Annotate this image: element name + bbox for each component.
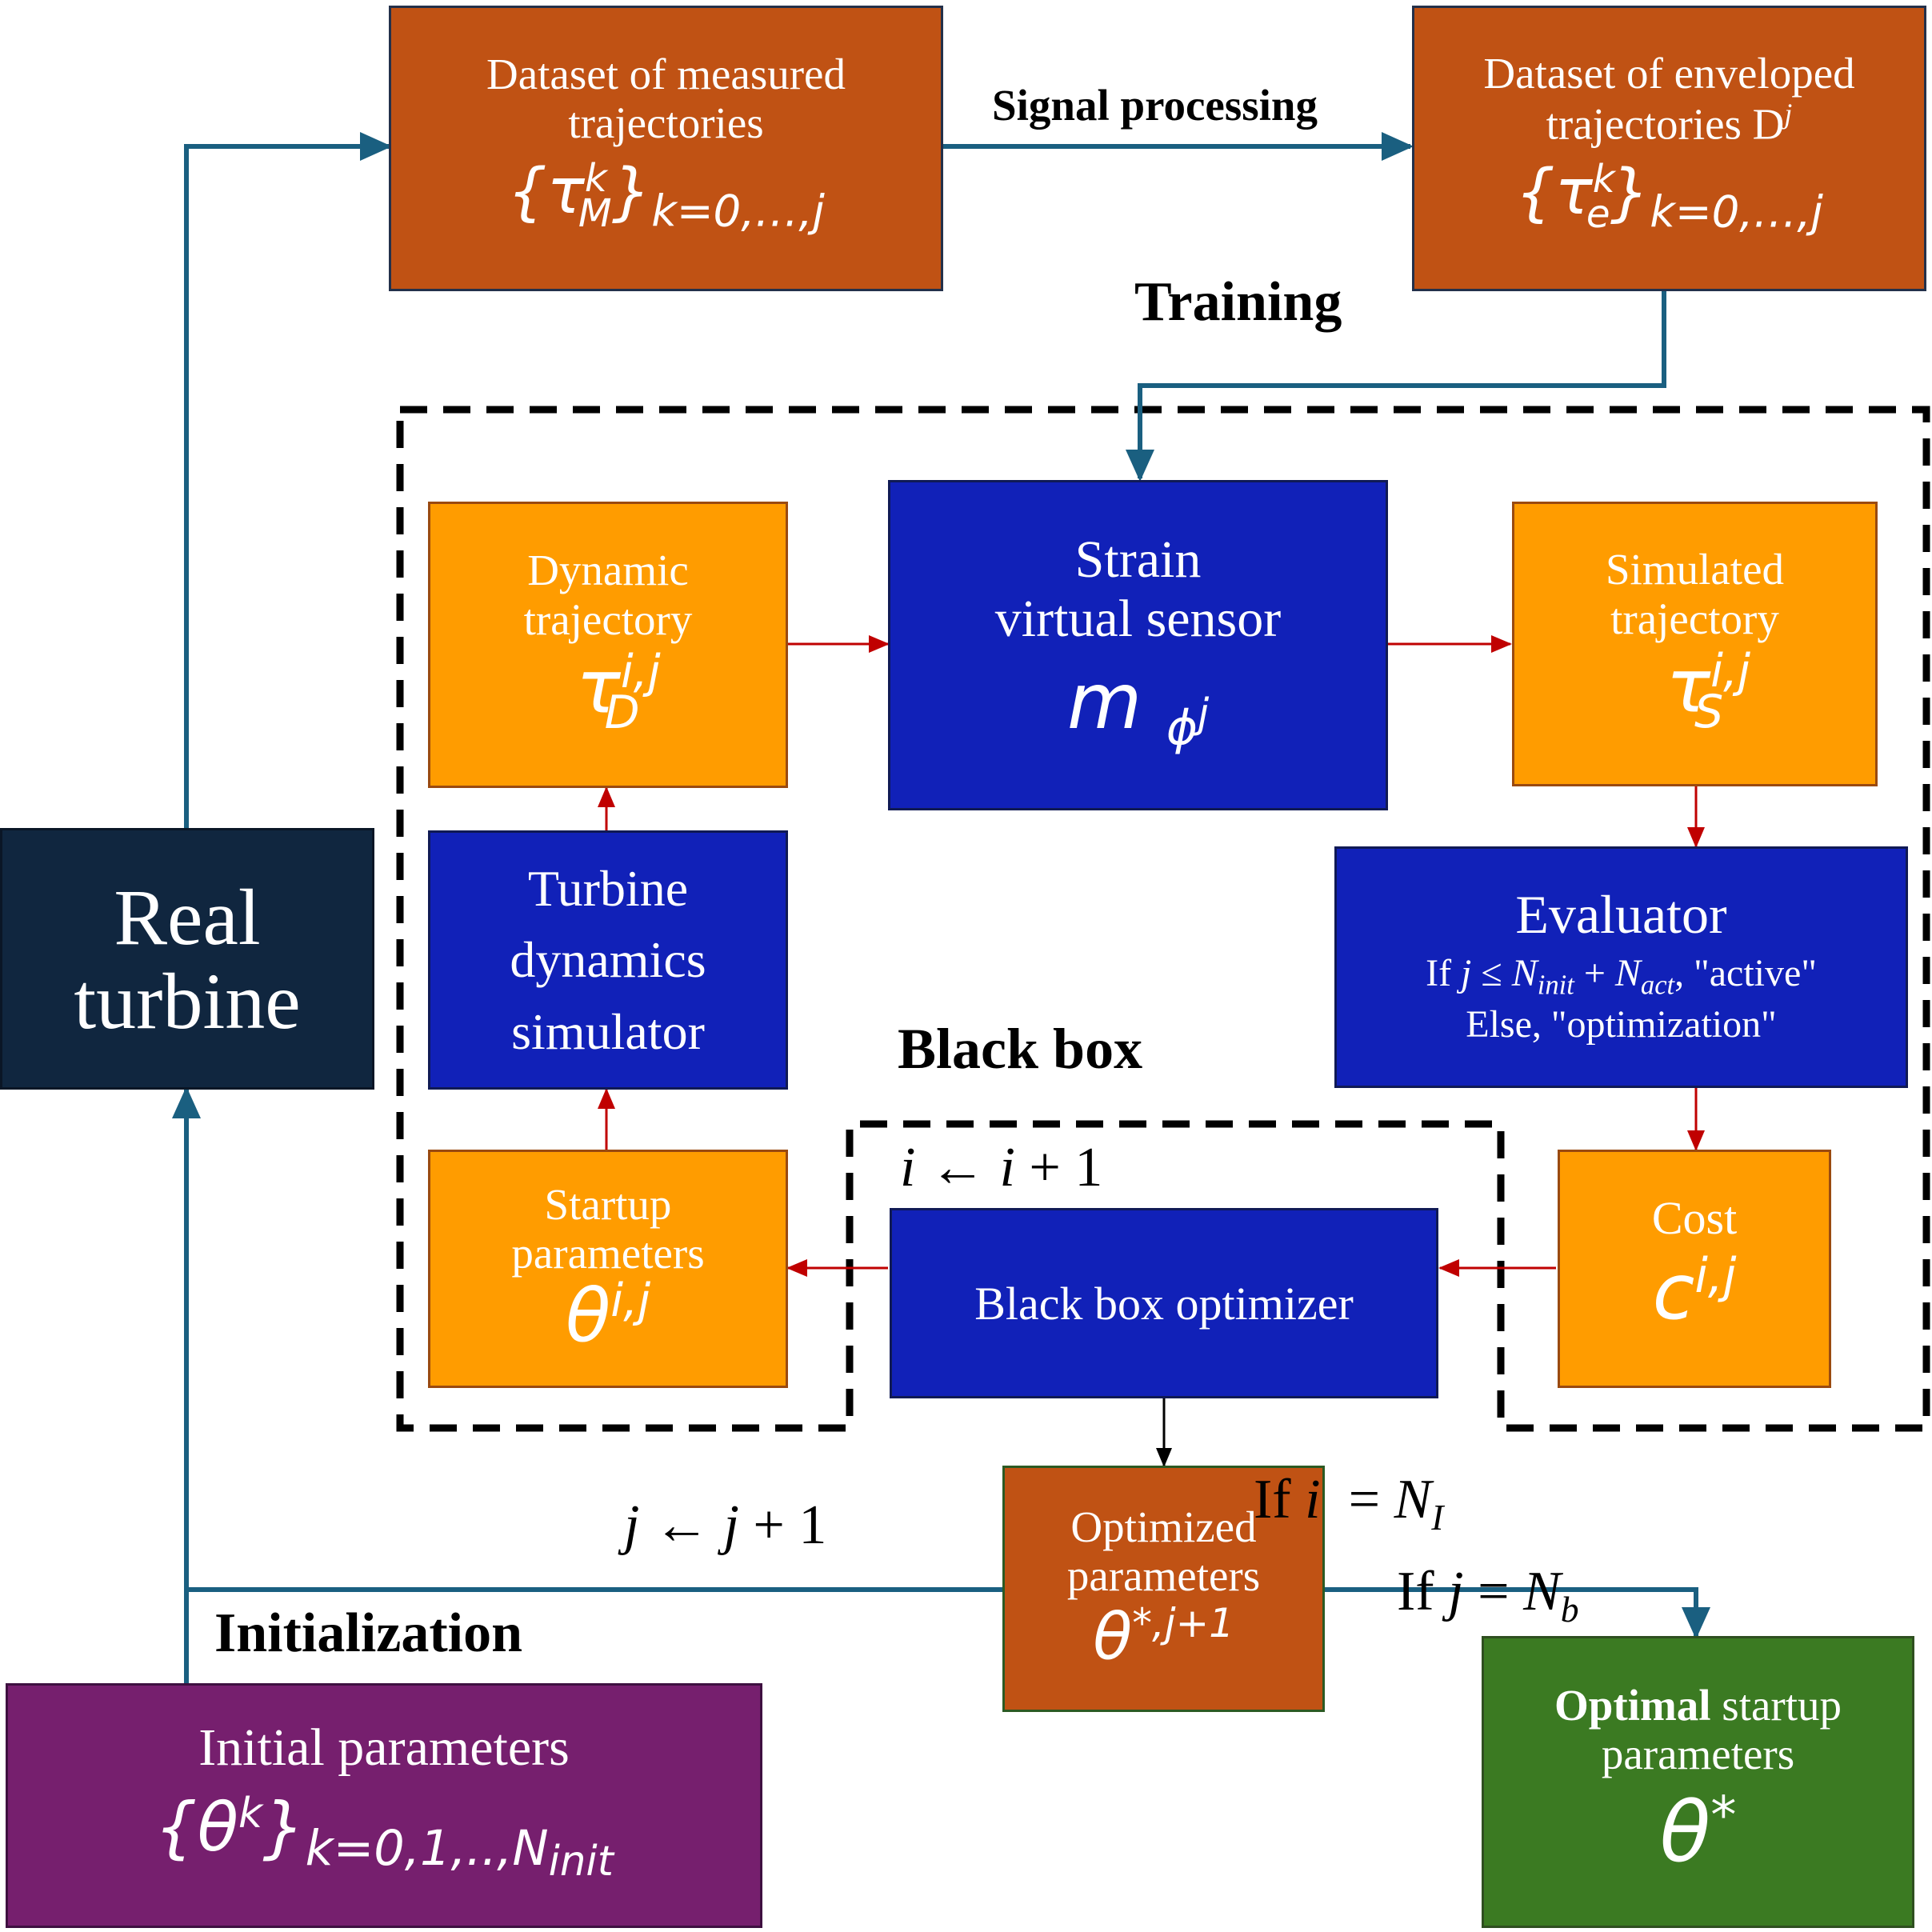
dynamic-label-line2: trajectory xyxy=(523,594,693,644)
edge-enveloped-to-sensor xyxy=(1126,291,1666,482)
startup-parameters-node: Startup parameters θi,j xyxy=(428,1150,788,1388)
initial-label: Initial parameters xyxy=(198,1718,570,1777)
real-turbine-line2: turbine xyxy=(74,956,301,1046)
training-label: Training xyxy=(1134,271,1342,333)
measured-label-line2: trajectories xyxy=(568,98,764,148)
cost-node: Cost ci,j xyxy=(1558,1150,1831,1388)
simulated-trajectory-node: Simulated trajectory τi,jS xyxy=(1512,502,1878,786)
strain-virtual-sensor-node: Strain virtual sensor m ϕj xyxy=(888,480,1388,810)
simulated-label-line1: Simulated xyxy=(1605,545,1785,594)
optimized-parameters-node: Optimized parameters θ*,j+1 xyxy=(1002,1466,1325,1712)
black-box-optimizer-node: Black box optimizer xyxy=(890,1208,1438,1398)
cost-math: ci,j xyxy=(1652,1247,1737,1337)
signal-processing-label: Signal processing xyxy=(992,81,1318,130)
turbine-sim-line2: dynamics xyxy=(510,931,706,989)
simulated-label-line2: trajectory xyxy=(1610,594,1779,643)
measured-math: {τkM}k=0,…,j xyxy=(507,156,825,237)
measured-trajectories-node: Dataset of measured trajectories {τkM}k=… xyxy=(389,6,943,291)
dynamic-math: τi,jD xyxy=(576,644,661,739)
initial-parameters-node: Initial parameters {θk}k=0,1,..,Ninit xyxy=(6,1683,762,1928)
j-update-label: j ← j + 1 xyxy=(624,1494,827,1556)
dynamic-label-line1: Dynamic xyxy=(527,546,689,595)
sensor-label-line1: Strain xyxy=(1074,530,1202,589)
optimized-label-line1: Optimized xyxy=(1070,1502,1257,1551)
turbine-sim-line1: Turbine xyxy=(527,859,689,917)
startup-label-line1: Startup xyxy=(544,1179,672,1229)
initialization-label: Initialization xyxy=(214,1602,523,1664)
edge-real-to-measured xyxy=(184,132,392,828)
initial-math: {θk}k=0,1,..,Ninit xyxy=(154,1787,614,1886)
startup-math: θi,j xyxy=(565,1273,651,1359)
cost-label: Cost xyxy=(1651,1192,1738,1244)
evaluator-node: Evaluator If j ≤ Ninit + Nact, "active" … xyxy=(1334,846,1908,1088)
optimal-label-line2: parameters xyxy=(1601,1730,1795,1779)
sensor-math: m ϕj xyxy=(1066,656,1210,756)
if-i-label: If i = NI xyxy=(1254,1469,1444,1538)
measured-label-line1: Dataset of measured xyxy=(486,49,846,98)
real-turbine-line1: Real xyxy=(114,872,261,962)
edge-optimized-loop xyxy=(184,1564,1002,1592)
enveloped-label-line1: Dataset of enveloped xyxy=(1483,48,1855,98)
optimized-label-line2: parameters xyxy=(1066,1551,1261,1601)
evaluator-else: Else, "optimization" xyxy=(1466,1003,1777,1046)
turbine-dynamics-simulator-node: Turbine dynamics simulator xyxy=(428,830,788,1090)
if-j-label: If j = Nb xyxy=(1397,1561,1579,1630)
enveloped-trajectories-node: Dataset of enveloped trajectories Dj {τk… xyxy=(1412,6,1926,291)
optimal-parameters-node: Optimal startup parameters θ* xyxy=(1482,1636,1914,1928)
optimized-math: θ*,j+1 xyxy=(1093,1599,1234,1674)
optimal-label-line1: Optimal startup xyxy=(1554,1680,1842,1730)
edge-optimized-to-optimal xyxy=(1325,1587,1710,1639)
i-update-label: i ← i + 1 xyxy=(900,1137,1103,1198)
black-box-region-outline xyxy=(396,406,1930,1432)
simulated-math: τi,jS xyxy=(1666,643,1750,738)
enveloped-label-line2: trajectories Dj xyxy=(1546,98,1793,149)
black-box-label: Black box xyxy=(898,1017,1143,1081)
evaluator-title: Evaluator xyxy=(1515,883,1727,945)
dynamic-trajectory-node: Dynamic trajectory τi,jD xyxy=(428,502,788,788)
evaluator-condition: If j ≤ Ninit + Nact, "active" xyxy=(1426,951,1817,1001)
turbine-sim-line3: simulator xyxy=(511,1002,705,1060)
startup-label-line2: parameters xyxy=(511,1229,705,1278)
enveloped-math: {τke}k=0,…,j xyxy=(1515,157,1823,238)
sensor-label-line2: virtual sensor xyxy=(994,589,1282,648)
optimizer-label: Black box optimizer xyxy=(974,1277,1354,1330)
real-turbine-node: Real turbine xyxy=(0,828,374,1090)
optimal-math: θ* xyxy=(1659,1783,1737,1882)
